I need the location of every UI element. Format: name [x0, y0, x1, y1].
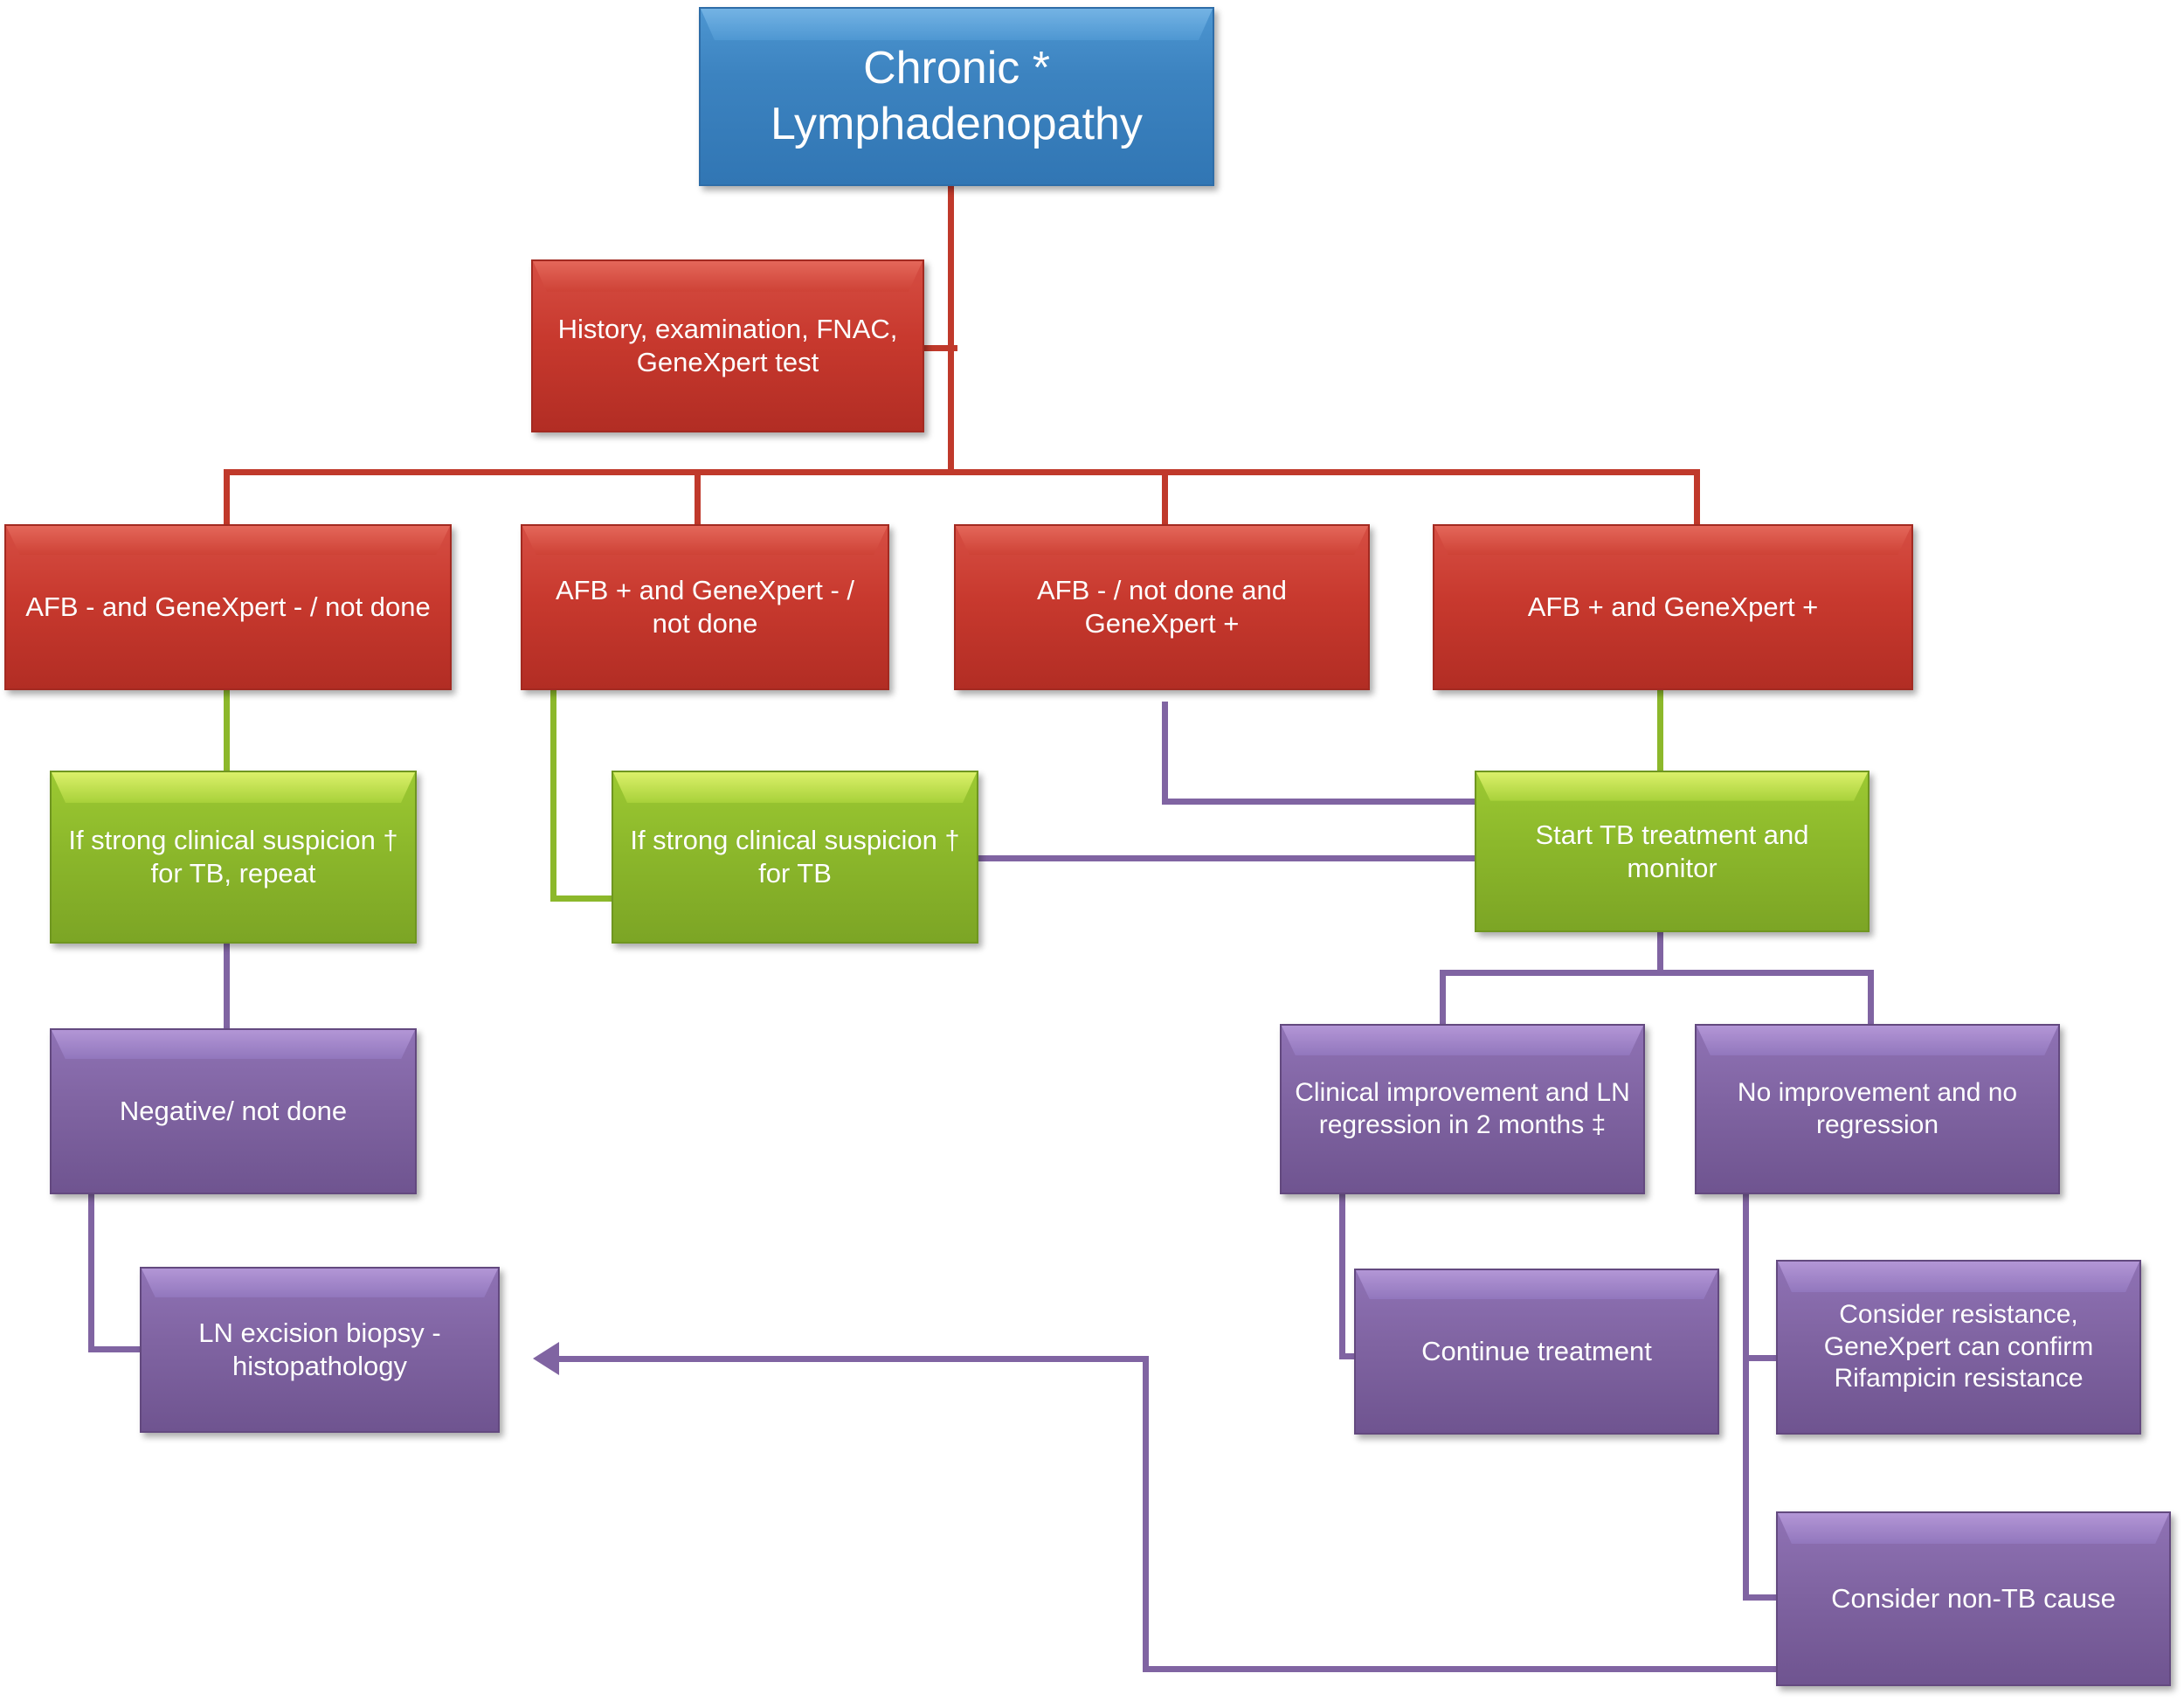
node-clinical-improvement[interactable]: Clinical improvement and LN regression i… — [1280, 1024, 1645, 1194]
connector-start-to-workup — [948, 185, 954, 475]
node-label: Continue treatment — [1421, 1336, 1652, 1367]
connector-workup-right-stub — [923, 345, 957, 351]
connector-to-resistance — [1743, 1355, 1800, 1361]
connector-result2-right — [550, 895, 625, 902]
node-label: If strong clinical suspicion † for TB, r… — [68, 825, 398, 889]
node-strong-suspicion-repeat[interactable]: If strong clinical suspicion † for TB, r… — [50, 771, 417, 944]
node-consider-non-tb-cause[interactable]: Consider non-TB cause — [1776, 1511, 2171, 1686]
connector-return-bottom — [1143, 1666, 1800, 1672]
node-label: If strong clinical suspicion † for TB — [630, 825, 960, 889]
node-strong-suspicion-tb[interactable]: If strong clinical suspicion † for TB — [612, 771, 978, 944]
arrowhead-to-ln-biopsy — [533, 1342, 559, 1375]
node-consider-resistance[interactable]: Consider resistance, GeneXpert can confi… — [1776, 1260, 2141, 1435]
node-label: No improvement and no regression — [1737, 1077, 2018, 1139]
node-result-afb-pos-genexpert-pos[interactable]: AFB + and GeneXpert + — [1433, 524, 1913, 690]
connector-result1-to-suspicion — [224, 688, 230, 773]
connector-drop-result-2 — [695, 469, 701, 526]
node-chronic-lymphadenopathy[interactable]: Chronic * Lymphadenopathy — [699, 7, 1214, 186]
node-label: Clinical improvement and LN regression i… — [1295, 1077, 1630, 1139]
connector-return-to-biopsy — [559, 1356, 1149, 1362]
node-label: Negative/ not done — [119, 1096, 348, 1127]
connector-no-improvement-spine — [1743, 1193, 1749, 1600]
node-label: AFB - and GeneXpert - / not done — [25, 591, 431, 623]
node-result-afb-neg-genexpert-neg[interactable]: AFB - and GeneXpert - / not done — [4, 524, 452, 690]
connector-suspicion2-to-treatment — [972, 855, 1486, 861]
connector-treatment-down — [1657, 930, 1663, 973]
node-history-examination[interactable]: History, examination, FNAC, GeneXpert te… — [531, 259, 924, 432]
connector-distribution-bar — [224, 469, 1700, 475]
node-label: History, examination, FNAC, GeneXpert te… — [557, 314, 898, 377]
connector-to-non-tb — [1743, 1594, 1800, 1601]
node-result-afb-pos-genexpert-neg[interactable]: AFB + and GeneXpert - / not done — [521, 524, 889, 690]
node-ln-excision-biopsy[interactable]: LN excision biopsy - histopathology — [140, 1267, 500, 1433]
node-label: Consider non-TB cause — [1831, 1583, 2116, 1615]
node-label: AFB - / not done and GeneXpert + — [1036, 575, 1288, 639]
node-label: AFB + and GeneXpert - / not done — [555, 575, 855, 639]
connector-drop-result-3 — [1162, 469, 1168, 526]
connector-negative-down — [88, 1193, 94, 1352]
connector-result3-down — [1162, 702, 1168, 805]
connector-drop-result-1 — [224, 469, 230, 526]
node-result-afb-neg-genexpert-pos[interactable]: AFB - / not done and GeneXpert + — [954, 524, 1370, 690]
node-label: Start TB treatment and monitor — [1535, 819, 1809, 883]
connector-result4-to-treatment — [1657, 688, 1663, 773]
connector-drop-result-4 — [1694, 469, 1700, 526]
connector-negative-right — [88, 1346, 184, 1352]
node-label: Consider resistance, GeneXpert can confi… — [1823, 1300, 2094, 1393]
connector-suspicion1-to-negative — [224, 942, 230, 1031]
connector-result3-right — [1162, 799, 1485, 805]
node-label: Chronic * Lymphadenopathy — [771, 43, 1143, 149]
connector-return-up — [1143, 1356, 1149, 1672]
node-label: AFB + and GeneXpert + — [1527, 591, 1819, 623]
connector-drop-no-improvement — [1868, 970, 1874, 1027]
node-negative-not-done[interactable]: Negative/ not done — [50, 1028, 417, 1194]
connector-result2-down — [550, 688, 556, 902]
node-label: LN excision biopsy - histopathology — [198, 1317, 441, 1381]
node-continue-treatment[interactable]: Continue treatment — [1354, 1269, 1719, 1435]
connector-improvement-down — [1339, 1193, 1345, 1359]
node-no-improvement[interactable]: No improvement and no regression — [1695, 1024, 2060, 1194]
connector-treatment-split-bar — [1440, 970, 1874, 976]
node-start-tb-treatment[interactable]: Start TB treatment and monitor — [1475, 771, 1870, 932]
connector-drop-improvement — [1440, 970, 1446, 1027]
